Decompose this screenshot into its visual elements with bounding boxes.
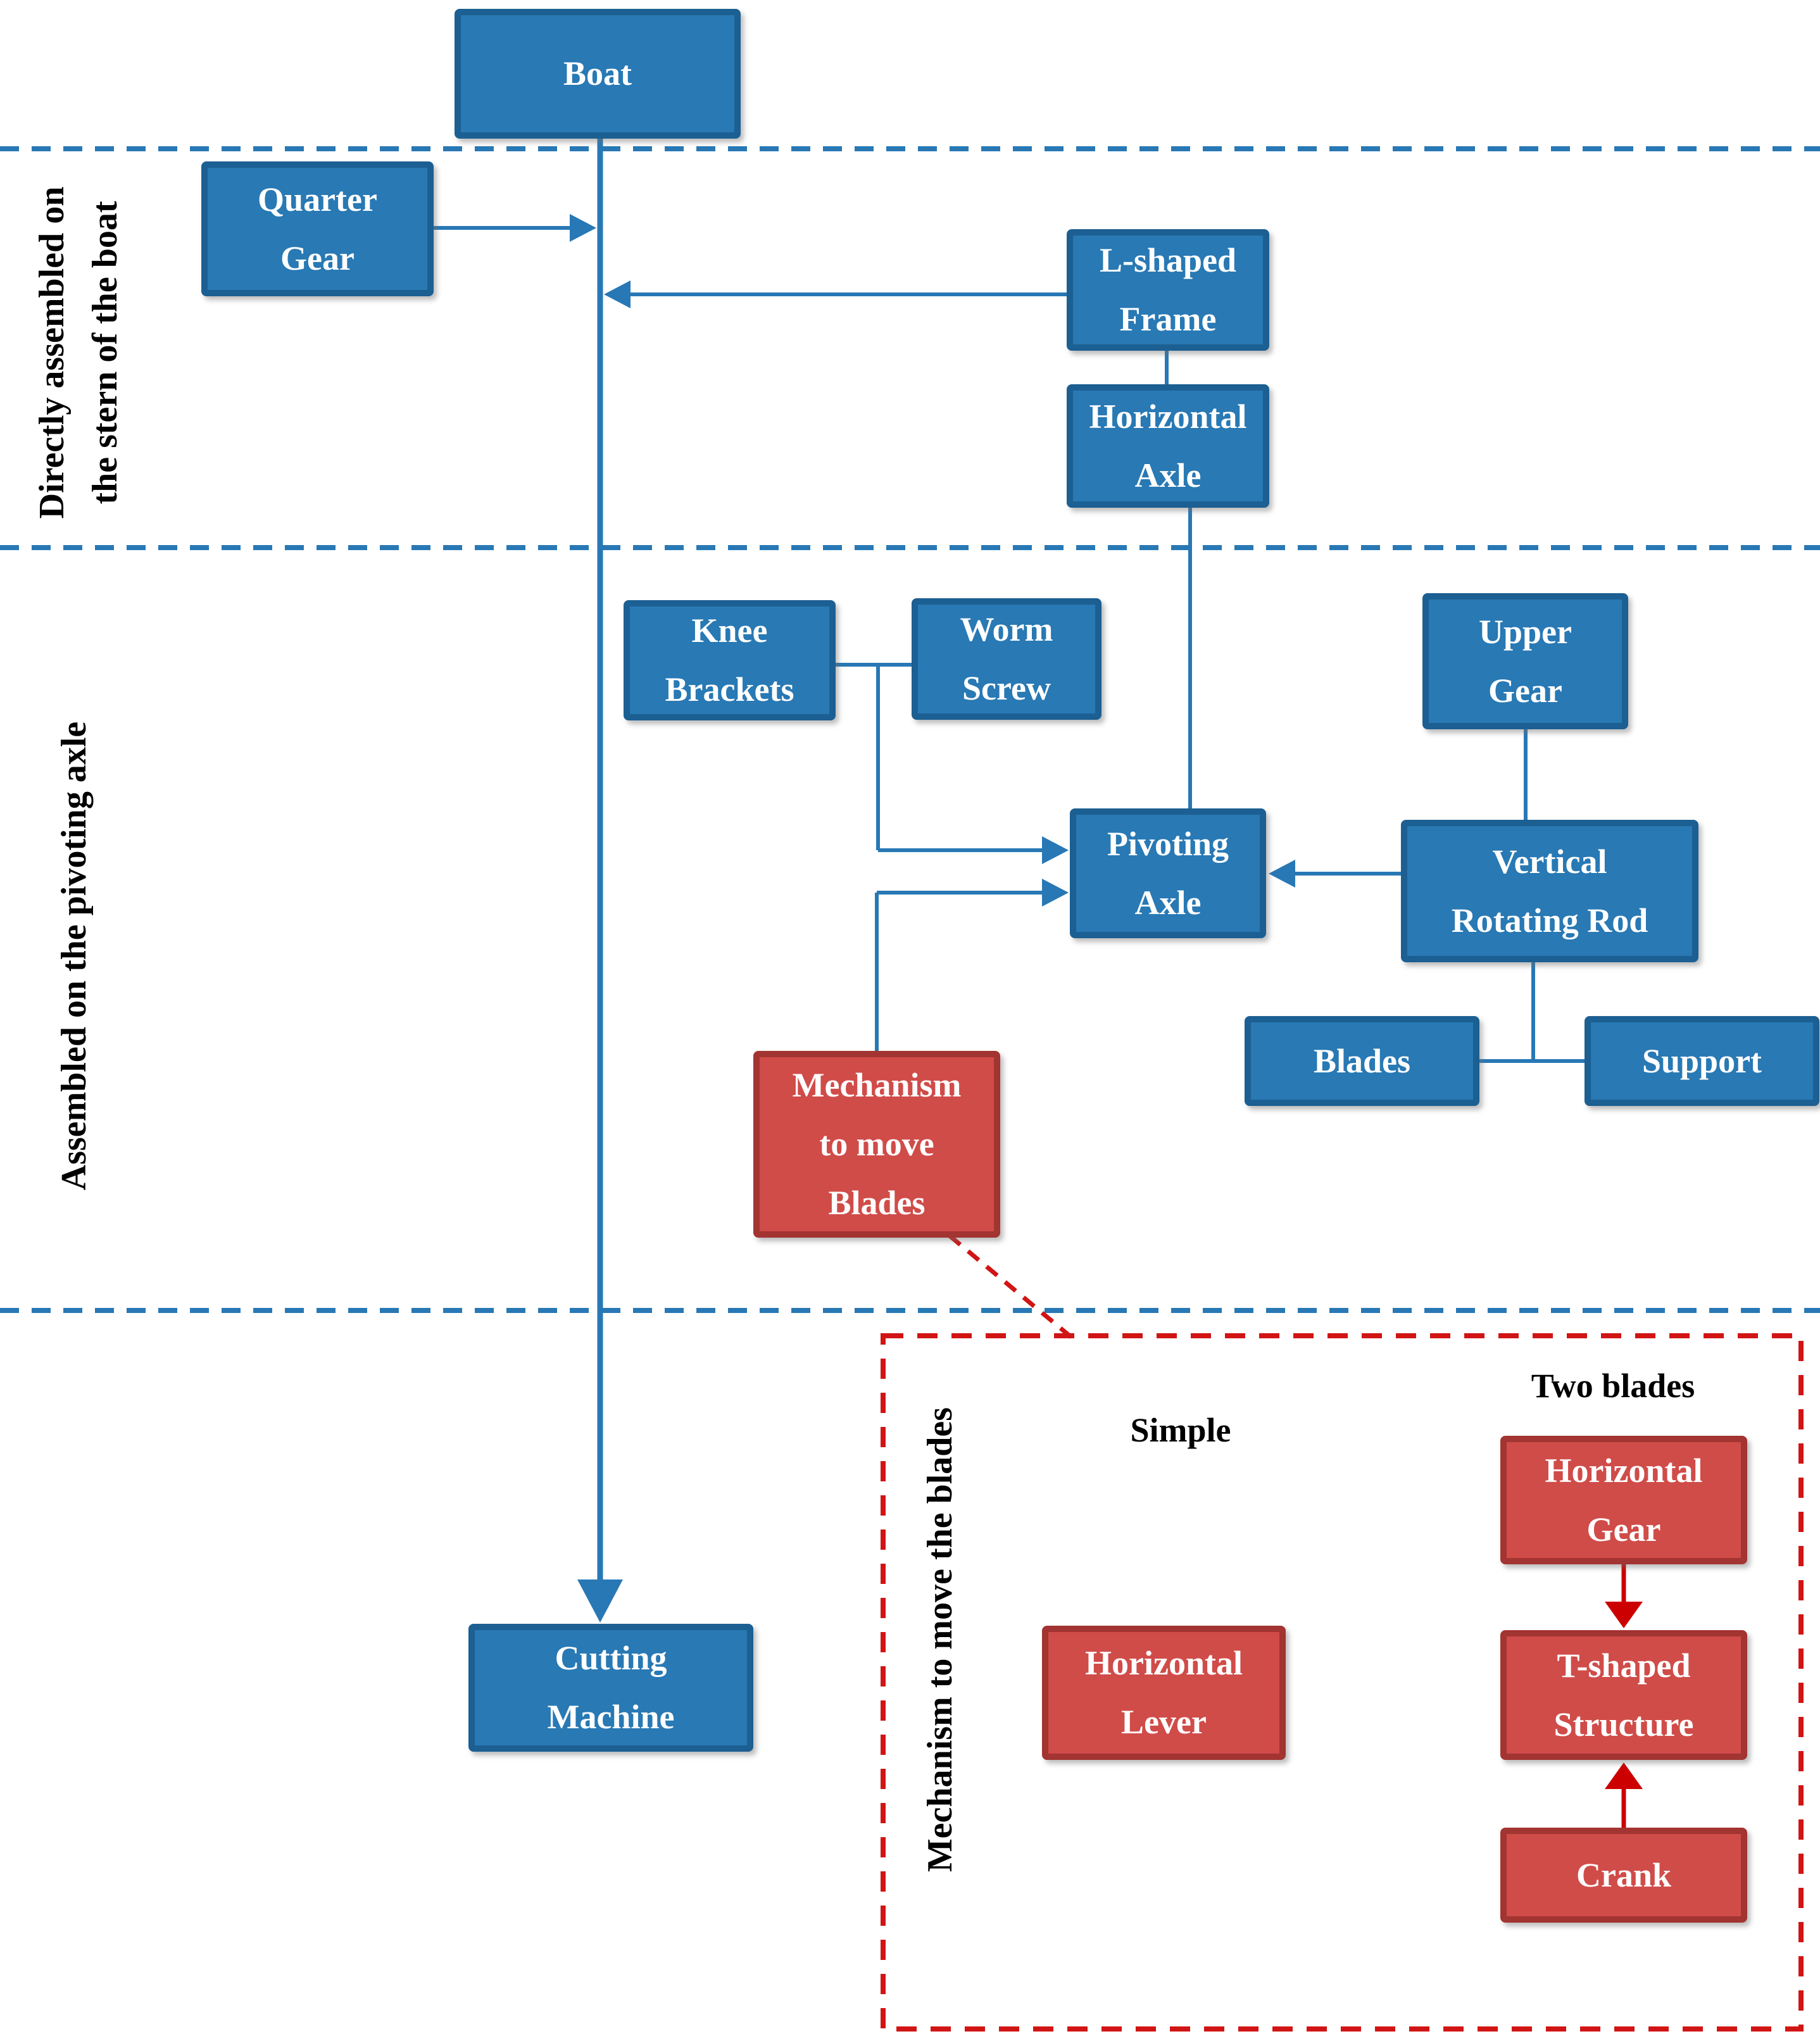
inset-label-two-blades: Two blades xyxy=(1531,1367,1695,1405)
node-l-shaped-frame: L-shaped Frame xyxy=(1067,229,1269,351)
node-horizontal-gear: Horizontal Gear xyxy=(1500,1436,1747,1564)
node-quarter-gear-label: Quarter Gear xyxy=(258,180,377,277)
node-support-label: Support xyxy=(1641,1041,1762,1080)
node-worm-screw-label: Worm Screw xyxy=(960,610,1053,707)
section-label-pivoting-axle: Assembled on the pivoting axle xyxy=(54,721,94,1191)
node-horizontal-lever: Horizontal Lever xyxy=(1042,1626,1286,1760)
node-horizontal-axle-label: Horizontal Axle xyxy=(1089,397,1247,494)
node-upper-gear-label: Upper Gear xyxy=(1479,612,1572,710)
node-cutting-machine: Cutting Machine xyxy=(468,1624,753,1752)
node-vertical-rotating-rod-label: Vertical Rotating Rod xyxy=(1451,842,1648,939)
mechanism-leader-line xyxy=(948,1234,1073,1339)
node-worm-screw: Worm Screw xyxy=(912,598,1101,720)
arrowhead-left-l-frame xyxy=(604,280,631,308)
section-label-mechanism: Mechanism to move the blades xyxy=(920,1407,960,1873)
node-mechanism-to-move-blades: Mechanism to move Blades xyxy=(753,1051,1000,1238)
arrowhead-right-quarter-gear xyxy=(570,214,596,242)
node-boat: Boat xyxy=(455,9,741,139)
node-l-shaped-frame-label: L-shaped Frame xyxy=(1099,241,1237,338)
node-quarter-gear: Quarter Gear xyxy=(201,161,434,296)
node-horizontal-axle: Horizontal Axle xyxy=(1067,384,1269,508)
node-horizontal-gear-label: Horizontal Gear xyxy=(1545,1451,1703,1548)
node-crank: Crank xyxy=(1500,1828,1747,1923)
node-t-shaped-structure-label: T-shaped Structure xyxy=(1553,1646,1694,1743)
node-cutting-machine-label: Cutting Machine xyxy=(547,1639,675,1736)
arrowhead-up-tshape xyxy=(1605,1762,1643,1789)
node-t-shaped-structure: T-shaped Structure xyxy=(1500,1630,1747,1760)
node-vertical-rotating-rod: Vertical Rotating Rod xyxy=(1401,820,1698,962)
node-horizontal-lever-label: Horizontal Lever xyxy=(1085,1644,1243,1741)
arrowhead-down-cutting-machine xyxy=(577,1579,623,1623)
node-mechanism-to-move-blades-label: Mechanism to move Blades xyxy=(792,1066,962,1222)
node-knee-brackets-label: Knee Brackets xyxy=(665,612,794,708)
inset-label-simple: Simple xyxy=(1130,1411,1231,1449)
mechanism-inset-border xyxy=(881,1333,1804,2032)
node-upper-gear: Upper Gear xyxy=(1422,593,1628,729)
node-support: Support xyxy=(1585,1016,1819,1106)
node-pivoting-axle-label: Pivoting Axle xyxy=(1107,824,1229,922)
node-pivoting-axle: Pivoting Axle xyxy=(1070,808,1266,938)
arrowhead-right-mechanism xyxy=(1042,879,1069,907)
node-blades: Blades xyxy=(1245,1016,1479,1106)
node-knee-brackets: Knee Brackets xyxy=(624,600,836,720)
arrowhead-left-rod xyxy=(1269,860,1295,888)
node-boat-label: Boat xyxy=(563,54,632,93)
section-label-stern: Directly assembled on the stern of the b… xyxy=(32,186,125,519)
arrowhead-down-tshape xyxy=(1605,1602,1643,1628)
node-crank-label: Crank xyxy=(1576,1856,1672,1894)
arrowhead-right-junction xyxy=(1042,836,1069,864)
node-blades-label: Blades xyxy=(1313,1041,1411,1080)
